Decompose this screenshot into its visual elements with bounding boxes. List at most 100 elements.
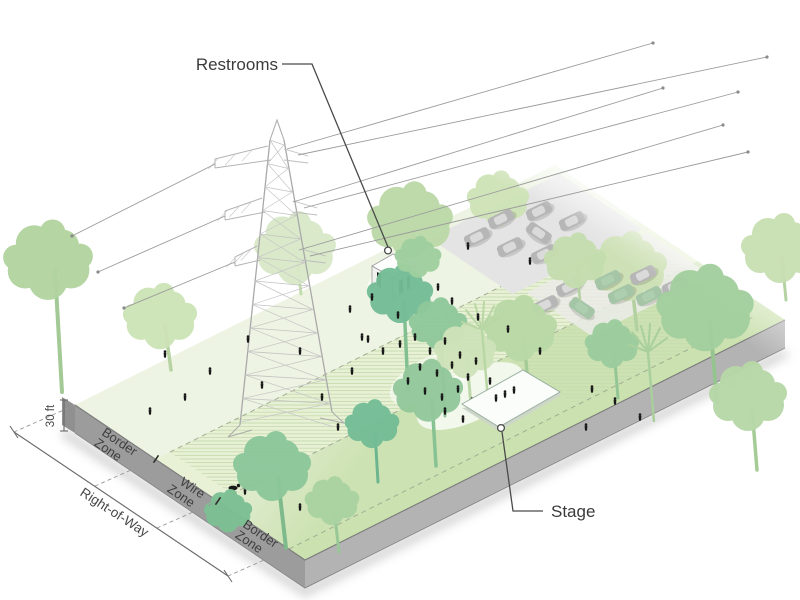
person-figure bbox=[584, 423, 588, 431]
tower-brace bbox=[259, 215, 297, 235]
tower-brace bbox=[257, 257, 310, 287]
tower-arm-brace bbox=[241, 201, 252, 214]
power-line-end-dot bbox=[661, 86, 665, 90]
zone-boundary-ticks bbox=[152, 454, 222, 506]
power-lines bbox=[70, 41, 769, 310]
tower-brace bbox=[245, 356, 322, 376]
person-figure bbox=[435, 369, 439, 377]
person-figure bbox=[260, 381, 264, 389]
tower-brace bbox=[262, 210, 301, 240]
tower-brace bbox=[262, 191, 293, 211]
tower-brace bbox=[250, 327, 318, 334]
person-figure bbox=[638, 413, 642, 421]
person-figure bbox=[336, 423, 340, 431]
power-line bbox=[298, 124, 724, 251]
right-of-way-label: Right-of-Way bbox=[78, 485, 152, 540]
height-dimension-line bbox=[60, 399, 68, 432]
dog-figure bbox=[236, 483, 241, 488]
person-figure bbox=[298, 347, 302, 355]
person-figure bbox=[396, 311, 400, 319]
power-line bbox=[309, 151, 749, 257]
tower-brace bbox=[255, 262, 305, 282]
power-line-end-dot bbox=[765, 55, 769, 59]
tower-foot bbox=[319, 411, 346, 424]
person-figure bbox=[461, 415, 465, 423]
tower-brace bbox=[245, 374, 326, 381]
tower-brace bbox=[245, 374, 330, 404]
restrooms-leader-dot bbox=[383, 246, 393, 255]
person-figure bbox=[443, 407, 447, 415]
person-figure bbox=[466, 373, 470, 381]
person-figure bbox=[298, 503, 302, 511]
person-figure bbox=[450, 361, 454, 369]
tower-brace bbox=[247, 351, 322, 357]
tower-arm-stub bbox=[301, 259, 326, 264]
tower-brace bbox=[242, 379, 326, 399]
person-figure bbox=[406, 377, 410, 385]
tower-arm bbox=[224, 211, 266, 221]
power-line bbox=[97, 215, 226, 273]
tower-brace bbox=[247, 332, 318, 352]
tower-brace bbox=[252, 285, 309, 305]
tower-arm-stub bbox=[293, 211, 318, 216]
ground-shadow bbox=[60, 347, 790, 598]
right-of-way-dimension-line bbox=[9, 425, 233, 583]
person-figure bbox=[458, 351, 462, 359]
stage-leader-dot bbox=[496, 423, 506, 433]
person-figure bbox=[506, 325, 510, 333]
person-figure bbox=[348, 305, 352, 313]
transmission-tower bbox=[208, 118, 346, 438]
person-figure bbox=[428, 347, 432, 355]
tower-brace bbox=[259, 233, 305, 263]
power-line bbox=[292, 87, 664, 203]
power-line-end-dot bbox=[70, 234, 74, 238]
tower-arm-brace bbox=[233, 252, 244, 265]
tower-arm bbox=[224, 197, 263, 212]
person-figure bbox=[474, 357, 478, 365]
tower-leg bbox=[283, 139, 333, 413]
restrooms-label: Restrooms bbox=[196, 55, 278, 74]
person-figure bbox=[183, 393, 187, 401]
tower-brace bbox=[257, 257, 305, 263]
tower-brace bbox=[252, 304, 314, 310]
tower-arm-stub bbox=[293, 200, 318, 209]
power-line-end-dot bbox=[721, 123, 725, 127]
tower-arm-stub bbox=[284, 159, 309, 164]
power-line bbox=[71, 163, 216, 237]
person-figure bbox=[488, 377, 492, 385]
person-figure bbox=[208, 367, 212, 375]
tower-brace bbox=[264, 186, 293, 193]
person-figure bbox=[366, 335, 370, 343]
tower-brace bbox=[242, 398, 334, 428]
tower-brace bbox=[252, 304, 318, 334]
tower-brace bbox=[267, 163, 289, 169]
tower-brace bbox=[255, 280, 314, 310]
tower-brace bbox=[260, 233, 301, 240]
tower-brace bbox=[250, 327, 322, 357]
person-figure bbox=[413, 333, 417, 341]
person-figure bbox=[476, 313, 480, 321]
tower-foot bbox=[227, 424, 253, 438]
tower-brace bbox=[247, 351, 326, 381]
tree-canopy bbox=[3, 219, 93, 300]
right-trees bbox=[656, 213, 800, 472]
tower-brace bbox=[240, 403, 330, 423]
tower-leg bbox=[239, 139, 271, 426]
tower-arm-brace bbox=[208, 157, 219, 170]
stage-label: Stage bbox=[551, 502, 595, 521]
power-line bbox=[303, 91, 739, 209]
person-figure bbox=[246, 335, 250, 343]
person-figure bbox=[360, 333, 364, 341]
tower-brace bbox=[262, 210, 297, 216]
tower-brace bbox=[269, 139, 289, 169]
power-line-end-dot bbox=[122, 306, 126, 310]
tree-canopy bbox=[254, 211, 336, 285]
tower-brace bbox=[267, 144, 285, 164]
tower-arm-brace bbox=[226, 256, 237, 268]
tower-arm-stub bbox=[283, 148, 309, 157]
power-line-end-dot bbox=[651, 41, 655, 45]
tower-arm-brace bbox=[240, 249, 252, 261]
tower-brace bbox=[264, 186, 297, 216]
